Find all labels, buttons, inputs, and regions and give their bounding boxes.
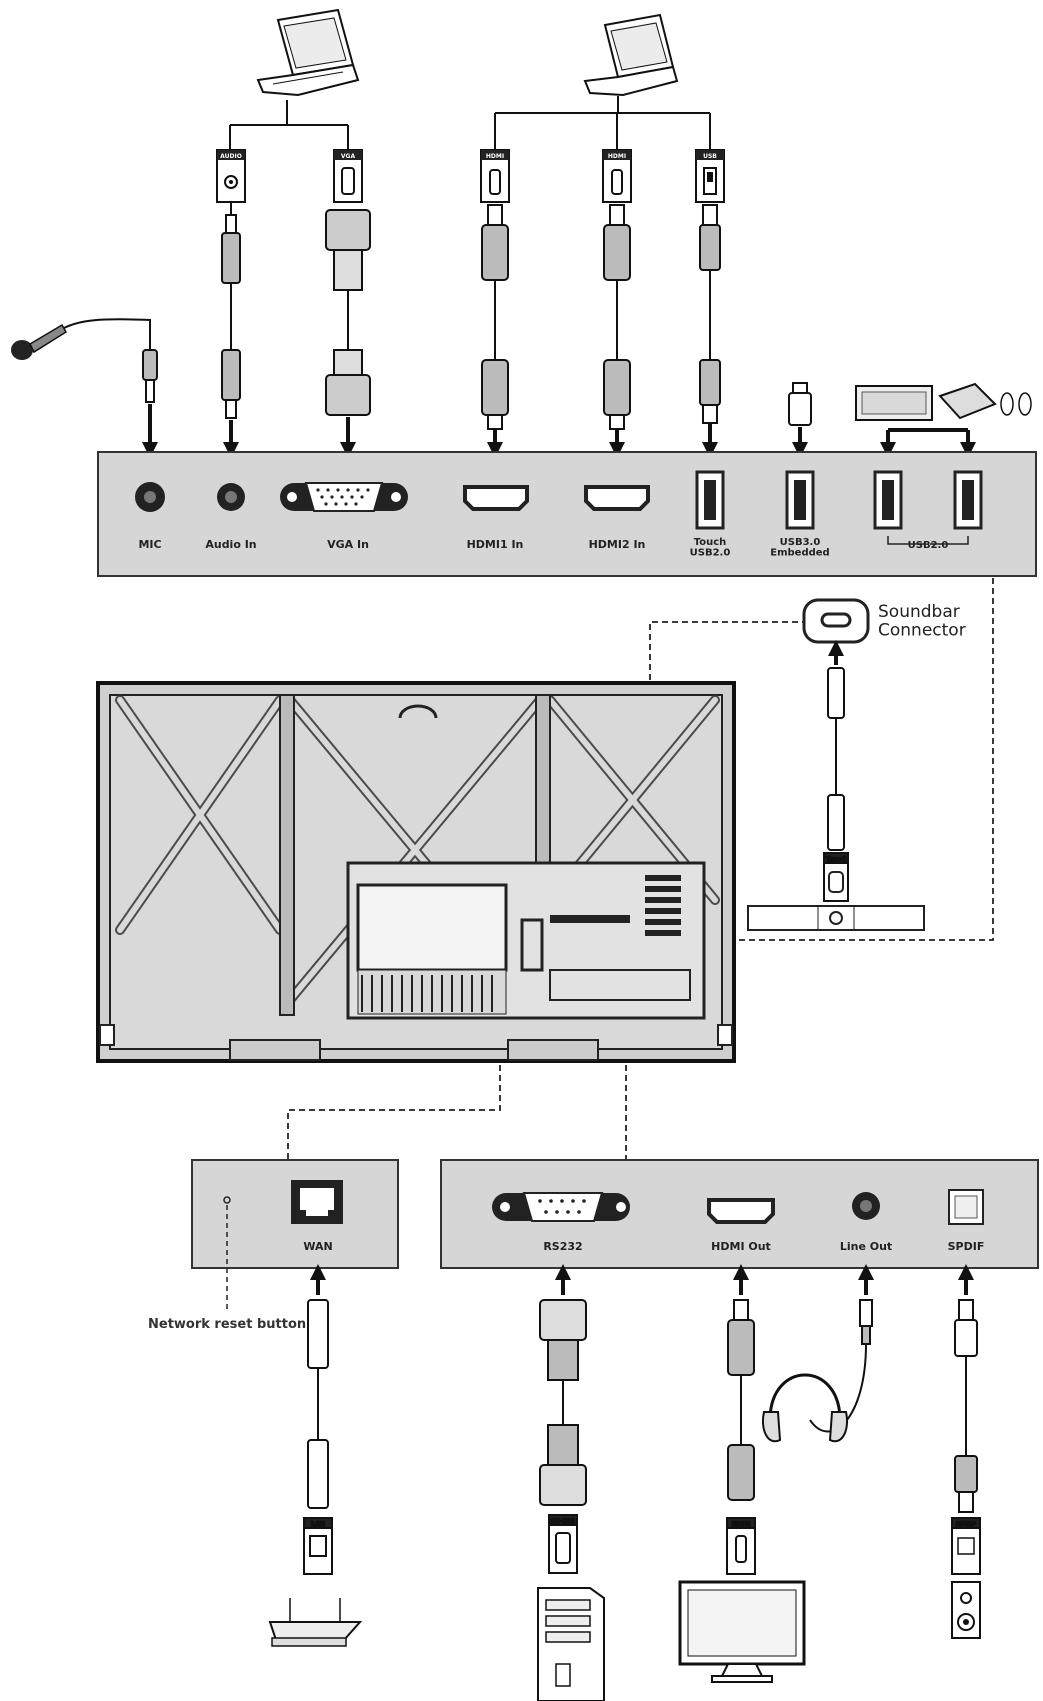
- wan-panel: WAN: [191, 1159, 399, 1269]
- spdif-cable: SPDIF: [951, 1299, 981, 1575]
- speaker-icon: [951, 1581, 981, 1639]
- mic-port[interactable]: MIC: [135, 482, 165, 551]
- svg-text:RS-232: RS-232: [551, 1518, 575, 1525]
- pc-tower-icon: [537, 1587, 605, 1701]
- top-port-panel: MIC Audio In VGA In HDMI1 In HDMI2 In: [97, 451, 1037, 577]
- bottom-port-panel: RS232 HDMI Out Line Out SPDIF: [440, 1159, 1039, 1269]
- typec-cable: TypeC: [823, 640, 849, 902]
- usb-cable: [699, 204, 721, 424]
- hdmi1-in-port[interactable]: HDMI1 In: [463, 485, 529, 551]
- vga-in-port[interactable]: VGA In: [280, 482, 408, 551]
- usb2-port[interactable]: [953, 470, 983, 530]
- svg-text:TypeC: TypeC: [826, 856, 847, 863]
- hdmi2-in-port[interactable]: HDMI2 In: [584, 485, 650, 551]
- spdif-port[interactable]: SPDIF: [948, 1189, 985, 1253]
- audio-cable: [221, 202, 241, 419]
- svg-text:VGA: VGA: [341, 153, 356, 160]
- laptop-wiring: [229, 100, 349, 150]
- usb-source-port: USB: [695, 149, 725, 203]
- svg-text:AUDIO: AUDIO: [220, 153, 242, 160]
- hdmi-source-port: HDMI: [480, 149, 510, 203]
- svg-text:SPDIF: SPDIF: [956, 1521, 976, 1528]
- display-back: [96, 681, 736, 1063]
- external-drive-icon: [938, 382, 997, 420]
- svg-text:HDMI1 In: HDMI1 In: [467, 538, 524, 551]
- rs232-cable: RS-232: [539, 1299, 587, 1574]
- lan-cable: LAN: [303, 1264, 333, 1575]
- vga-source-port: VGA: [333, 149, 363, 203]
- microphone-icon: [11, 318, 158, 403]
- svg-text:WAN: WAN: [303, 1240, 332, 1253]
- usb2-bracket: USB2.0: [887, 536, 969, 551]
- keyboard-icon: [855, 385, 933, 421]
- rs232-port[interactable]: RS232: [492, 1192, 630, 1253]
- hdmi-source-port: HDMI: [602, 149, 632, 203]
- svg-text:HDMI2 In: HDMI2 In: [589, 538, 646, 551]
- headphones-icon: [762, 1299, 873, 1443]
- laptop-wiring: [494, 96, 711, 150]
- connection-arrows-bottom: [555, 1264, 974, 1295]
- laptop-icon: [256, 8, 360, 97]
- svg-text:HDMI: HDMI: [608, 153, 626, 160]
- soundbar-device: [747, 905, 925, 931]
- mouse-icon: [1000, 392, 1032, 416]
- laptop-icon: [583, 13, 679, 97]
- audio-in-port[interactable]: Audio In: [205, 483, 257, 551]
- connection-arrows: [142, 404, 976, 458]
- svg-text:RS232: RS232: [543, 1240, 582, 1253]
- svg-text:MIC: MIC: [138, 538, 161, 551]
- svg-text:VGA In: VGA In: [327, 538, 369, 551]
- svg-text:HDMI: HDMI: [732, 1521, 750, 1528]
- network-reset-button[interactable]: [223, 1196, 231, 1204]
- hdmi-cable: [603, 204, 631, 430]
- svg-text:Audio In: Audio In: [205, 538, 256, 551]
- svg-text:USB: USB: [703, 153, 717, 160]
- svg-text:Line Out: Line Out: [840, 1240, 892, 1253]
- svg-text:HDMI: HDMI: [486, 153, 504, 160]
- svg-text:LAN: LAN: [311, 1521, 325, 1528]
- svg-text:HDMI Out: HDMI Out: [711, 1240, 771, 1253]
- usb2-port[interactable]: [873, 470, 903, 530]
- network-reset-label: Network reset button: [148, 1317, 306, 1332]
- hdmi-out-port[interactable]: HDMI Out: [707, 1198, 775, 1253]
- monitor-icon: [678, 1580, 806, 1683]
- router-icon: [268, 1598, 363, 1647]
- audio-source-port: AUDIO: [216, 149, 246, 203]
- hdmi-cable: [481, 204, 509, 430]
- svg-text:USB2.0: USB2.0: [908, 540, 949, 551]
- line-out-port[interactable]: Line Out: [840, 1192, 892, 1253]
- usb-stick-icon: [788, 382, 812, 426]
- svg-text:SPDIF: SPDIF: [948, 1240, 985, 1253]
- hdmi-out-cable: HDMI: [726, 1299, 756, 1575]
- wan-port[interactable]: WAN: [291, 1180, 343, 1253]
- vga-cable: [325, 209, 371, 416]
